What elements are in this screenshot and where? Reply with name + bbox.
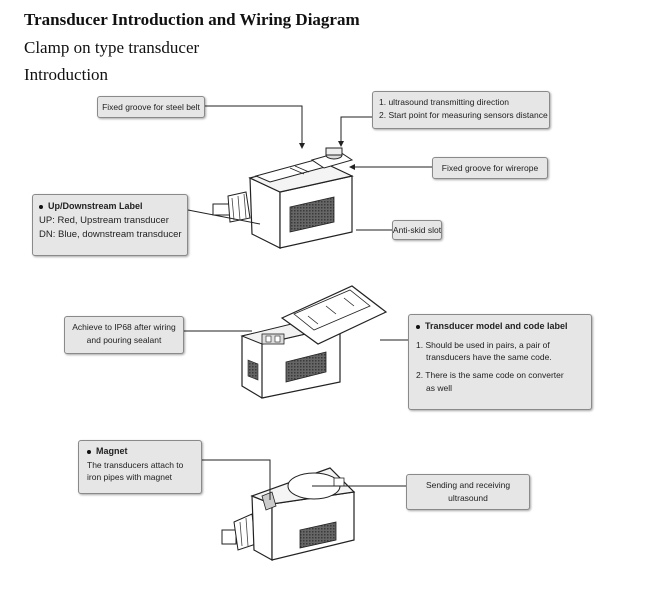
label-model-code: Transducer model and code label 1. Shoul…	[408, 314, 592, 410]
subtitle: Clamp on type transducer	[24, 38, 200, 57]
label-updown-stream: Up/Downstream Label UP: Red, Upstream tr…	[32, 194, 188, 256]
bullet-icon	[39, 204, 43, 209]
bullet-icon	[416, 324, 420, 329]
label-ip68: Achieve to IP68 after wiring and pouring…	[64, 316, 184, 354]
label-magnet: Magnet The transducers attach to iron pi…	[78, 440, 202, 494]
label-steel-belt-groove: Fixed groove for steel belt	[97, 96, 205, 118]
page-title: Transducer Introduction and Wiring Diagr…	[24, 10, 360, 29]
section-heading: Introduction	[24, 65, 109, 84]
label-ultrasound-direction: 1. ultrasound transmitting direction 2. …	[372, 91, 550, 129]
label-sending-receiving: Sending and receiving ultrasound	[406, 474, 530, 510]
transducer-illustration-middle	[240, 285, 388, 399]
transducer-illustration-top	[212, 147, 354, 249]
label-anti-skid-slot: Anti-skid slot	[392, 220, 442, 240]
label-wirerope-groove: Fixed groove for wirerope	[432, 157, 548, 179]
transducer-illustration-bottom	[221, 467, 356, 562]
bullet-icon	[87, 449, 91, 454]
